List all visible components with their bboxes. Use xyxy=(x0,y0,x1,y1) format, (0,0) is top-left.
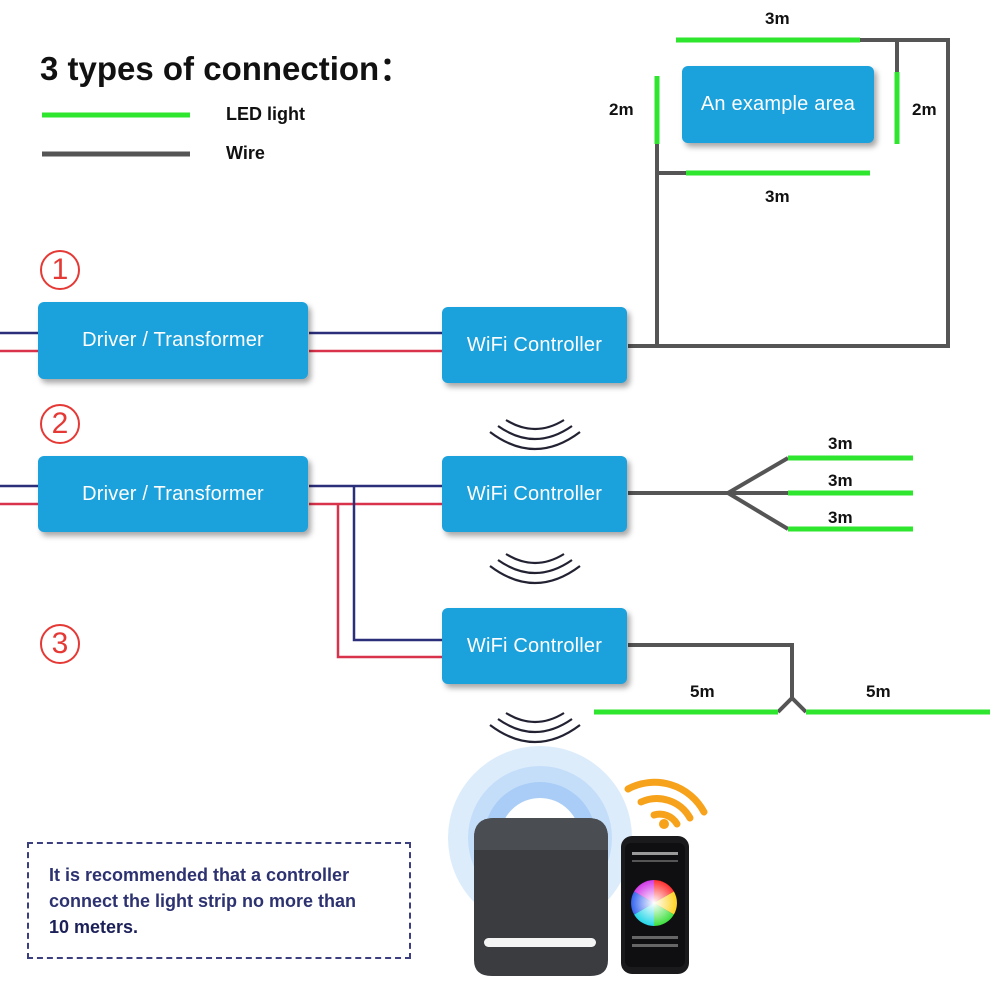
s3-right-length: 5m xyxy=(866,682,891,701)
s3-power-blue xyxy=(352,486,442,642)
s3-power-red xyxy=(336,504,442,659)
s2-branch-wire-top xyxy=(726,456,790,495)
legend-wire-label: Wire xyxy=(226,143,265,163)
wifi-icon-dot xyxy=(659,819,669,829)
example-area-wire-outer xyxy=(628,38,950,348)
note-line-3: 10 meters. xyxy=(49,917,139,937)
wireless-signal-icon xyxy=(489,419,581,450)
driver-transformer-box: Driver / Transformer xyxy=(38,456,308,532)
note-line-1: It is recommended that a controller xyxy=(49,865,350,885)
section-number-3: 3 xyxy=(40,624,80,664)
wifi-icon xyxy=(624,778,708,828)
smart-speaker-icon xyxy=(474,818,608,976)
s2-branch-length-top: 3m xyxy=(828,434,853,453)
s3-left-length: 5m xyxy=(690,682,715,701)
wifi-controller-box: WiFi Controller xyxy=(442,307,627,383)
recommendation-note: It is recommended that a controller conn… xyxy=(27,842,411,959)
color-wheel-icon xyxy=(631,880,678,947)
note-line-2: connect the light strip no more than xyxy=(49,891,357,911)
wifi-controller-box: WiFi Controller xyxy=(442,608,627,684)
s3-output-wire xyxy=(628,643,794,698)
s2-branch-length-bottom: 3m xyxy=(828,508,853,527)
driver-transformer-box: Driver / Transformer xyxy=(38,302,308,379)
s2-branch-wire-bottom xyxy=(726,491,790,531)
s2-branch-length-mid: 3m xyxy=(828,471,853,490)
section-number-1: 1 xyxy=(40,250,80,290)
example-area-bottom-length: 3m xyxy=(765,187,790,206)
example-area-left-length: 2m xyxy=(609,100,634,119)
example-area-box: An example area xyxy=(682,66,874,143)
section-number-2: 2 xyxy=(40,404,80,444)
example-area-top-length: 3m xyxy=(765,9,790,28)
example-area-right-length: 2m xyxy=(912,100,937,119)
legend-led-label: LED light xyxy=(226,104,305,124)
s3-split-right xyxy=(790,696,808,714)
wifi-controller-box: WiFi Controller xyxy=(442,456,627,532)
wireless-signal-icon xyxy=(489,553,581,584)
page-title: 3 types of connection： xyxy=(40,50,413,87)
s3-split-left xyxy=(776,696,794,714)
wireless-signal-icon xyxy=(489,712,581,743)
